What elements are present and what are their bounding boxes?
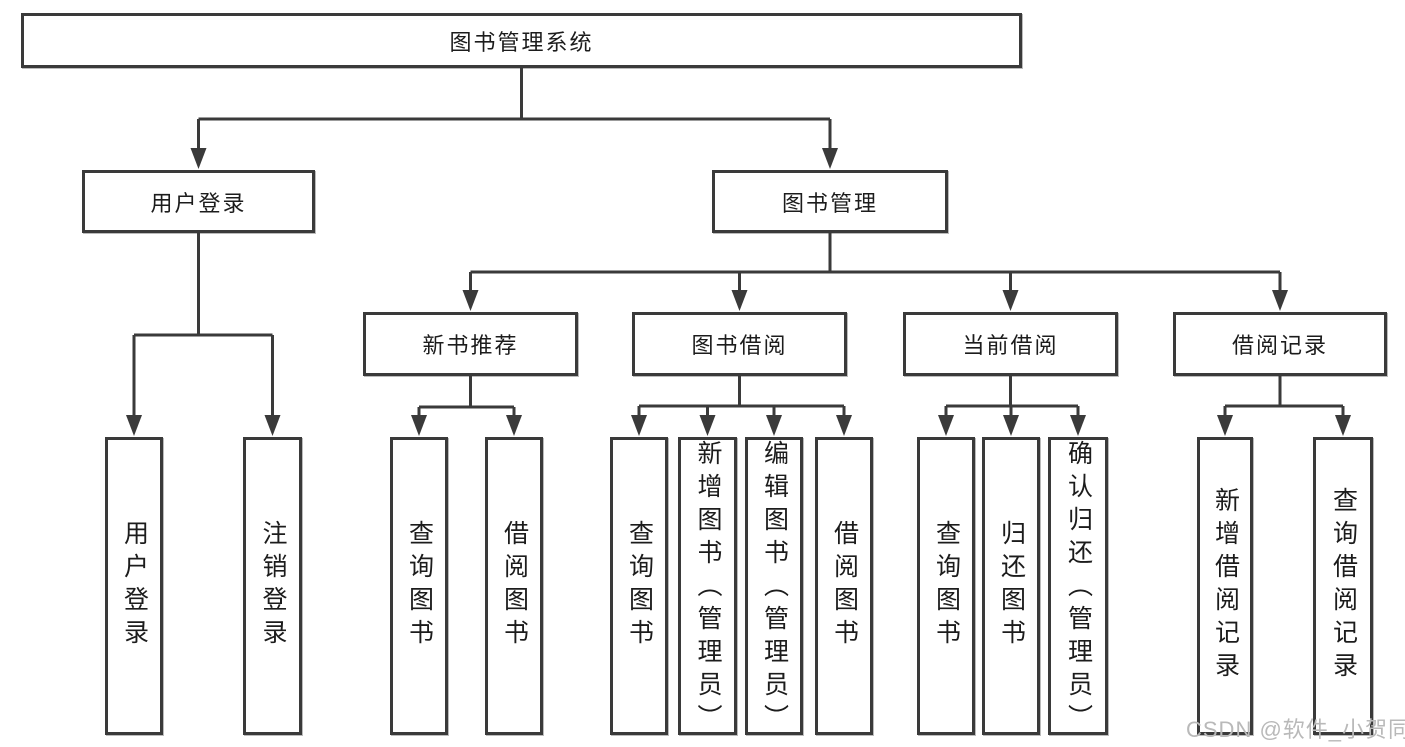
node-label-leaf-borrow-books-rec: 借阅图书 bbox=[500, 520, 529, 652]
diagram-node-book-management: 图书管理 bbox=[712, 170, 948, 233]
diagram-node-leaf-return-books: 归还图书 bbox=[982, 437, 1040, 735]
node-label-book-borrowing: 图书借阅 bbox=[691, 333, 788, 358]
diagram-node-new-book-recommend: 新书推荐 bbox=[363, 312, 578, 376]
diagram-node-leaf-add-books-admin: 新增图书（管理员） bbox=[678, 437, 737, 737]
node-label-leaf-borrow-books: 借阅图书 bbox=[830, 520, 859, 652]
node-label-borrowing-records: 借阅记录 bbox=[1231, 333, 1328, 358]
diagram-node-leaf-add-borrow-record: 新增借阅记录 bbox=[1197, 437, 1253, 735]
diagram-node-leaf-query-borrow-record: 查询借阅记录 bbox=[1313, 437, 1373, 735]
csdn-watermark: CSDN @软件_小贺同学 bbox=[1186, 717, 1405, 742]
node-label-leaf-query-books-rec: 查询图书 bbox=[405, 520, 434, 652]
node-label-leaf-user-login: 用户登录 bbox=[120, 520, 149, 652]
node-label-leaf-confirm-return-admin: 确认归还（管理员） bbox=[1064, 440, 1093, 737]
diagram-node-leaf-borrow-books: 借阅图书 bbox=[815, 437, 873, 735]
diagram-node-borrowing-records: 借阅记录 bbox=[1173, 312, 1387, 376]
diagram-node-user-login: 用户登录 bbox=[82, 170, 315, 233]
node-label-current-borrowing: 当前借阅 bbox=[962, 333, 1059, 358]
diagram-node-leaf-confirm-return-admin: 确认归还（管理员） bbox=[1048, 437, 1108, 737]
node-label-leaf-edit-books-admin: 编辑图书（管理员） bbox=[760, 440, 789, 737]
node-label-leaf-add-books-admin: 新增图书（管理员） bbox=[694, 440, 722, 737]
node-label-new-book-recommend: 新书推荐 bbox=[422, 333, 519, 358]
node-label-leaf-return-books: 归还图书 bbox=[997, 520, 1026, 652]
diagram-node-leaf-query-books-borrow: 查询图书 bbox=[610, 437, 668, 735]
diagram-node-leaf-edit-books-admin: 编辑图书（管理员） bbox=[745, 437, 803, 737]
diagram-node-leaf-borrow-books-rec: 借阅图书 bbox=[485, 437, 543, 735]
node-label-leaf-query-borrow-record: 查询借阅记录 bbox=[1329, 487, 1358, 685]
node-label-leaf-query-books-current: 查询图书 bbox=[932, 520, 961, 652]
diagram-node-root: 图书管理系统 bbox=[21, 13, 1022, 68]
node-label-root: 图书管理系统 bbox=[449, 29, 594, 55]
node-label-user-login: 用户登录 bbox=[150, 190, 247, 216]
node-label-leaf-query-books-borrow: 查询图书 bbox=[625, 520, 654, 652]
diagram-node-leaf-logout: 注销登录 bbox=[243, 437, 302, 735]
node-label-book-management: 图书管理 bbox=[781, 190, 878, 216]
diagram-node-leaf-query-books-rec: 查询图书 bbox=[390, 437, 448, 735]
node-label-leaf-add-borrow-record: 新增借阅记录 bbox=[1211, 487, 1240, 685]
diagram-node-leaf-query-books-current: 查询图书 bbox=[917, 437, 975, 735]
diagram-node-current-borrowing: 当前借阅 bbox=[903, 312, 1118, 376]
diagram-node-book-borrowing: 图书借阅 bbox=[632, 312, 847, 376]
diagram-node-leaf-user-login: 用户登录 bbox=[105, 437, 163, 735]
node-label-leaf-logout: 注销登录 bbox=[259, 520, 287, 652]
